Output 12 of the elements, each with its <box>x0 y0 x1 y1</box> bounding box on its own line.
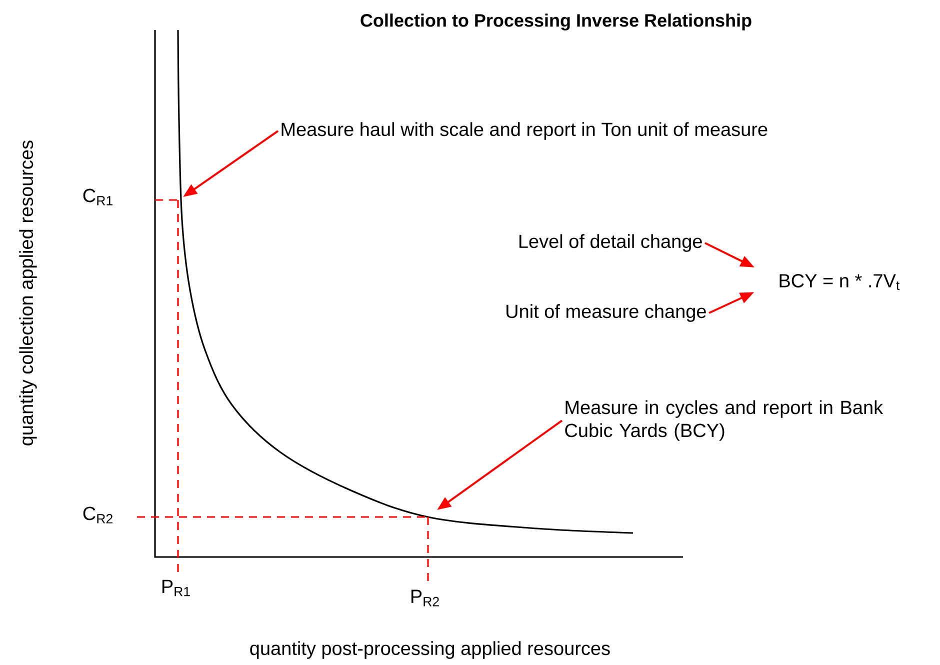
formula: BCY = n * .7V$_{t}$ <box>780 274 900 290</box>
tick-label: C$_{R1}$ <box>83 188 112 206</box>
annotation-text: Measure in cycles and report in Bank Cubic Yards (BCY) <box>565 400 884 441</box>
tick-label: C$_{R2}$ <box>83 506 112 524</box>
title: Collection to Processing Inverse Relationship <box>360 14 752 30</box>
tick-label: P$_{R2}$ <box>411 590 439 606</box>
annotation-text: Measure haul with scale and report in Ton unit of measure <box>282 122 768 140</box>
annotation-text: Unit of measure change <box>506 304 706 322</box>
annotation-text: Level of detail change <box>520 234 702 252</box>
axis-label: quantity post-processing applied resources <box>250 641 610 659</box>
tick-label: P$_{R1}$ <box>162 580 190 596</box>
axis-label: quantity collection applied resources <box>19 140 37 446</box>
